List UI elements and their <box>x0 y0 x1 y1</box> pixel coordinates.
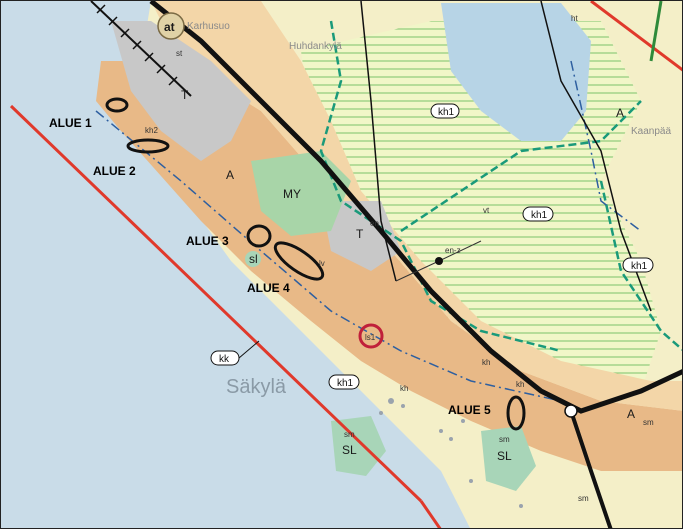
zone-sl-small-label: sl <box>249 252 258 266</box>
zone-sl2-label: SL <box>497 449 512 463</box>
sl-small-area <box>245 251 261 267</box>
zone-sm1-label: sm <box>344 430 355 439</box>
zone-a2-label: A <box>616 106 624 120</box>
zone-kh-small-label: kh <box>400 384 408 393</box>
lake-north <box>441 3 591 141</box>
blue-dashdot-line <box>95 110 562 402</box>
municipal-boundary-red <box>9 104 423 503</box>
zone-t2-label: T <box>356 227 364 241</box>
kk-tag-leader <box>238 340 260 359</box>
zone-sm4-label: sm <box>643 418 654 427</box>
industrial-zone <box>111 21 251 161</box>
urban-fringe <box>151 1 682 411</box>
road-south <box>569 410 613 528</box>
svg-text:kh1: kh1 <box>337 378 354 389</box>
study-area-1-label: ALUE 1 <box>49 116 92 130</box>
study-area-1-outline[interactable] <box>105 97 129 113</box>
junction-icon <box>564 404 578 418</box>
sl-protected-area-2 <box>481 426 536 491</box>
zone-st-label: st <box>176 49 183 58</box>
zone-lv-label: lv <box>319 259 325 268</box>
place-sakyla: Säkylä <box>226 376 287 398</box>
tag-kh1-mid: kh1 <box>522 206 554 222</box>
small-islands <box>379 398 523 508</box>
study-area-3-outline[interactable] <box>246 224 272 248</box>
zone-sl1-label: SL <box>342 443 357 457</box>
railway-ticks <box>96 4 178 86</box>
minor-road-1 <box>360 1 397 282</box>
zone-ls1-label: ls1 <box>365 333 376 342</box>
study-area-4-outline[interactable] <box>270 237 327 286</box>
municipal-boundary-red-north <box>590 1 682 72</box>
svg-text:kh1: kh1 <box>531 210 548 221</box>
zone-a3-label: A <box>627 407 635 421</box>
zone-a1-label: A <box>226 168 234 182</box>
zone-en-z-label: en-z <box>445 246 461 255</box>
urban-shoreline-band <box>96 61 682 471</box>
zone-my-label: MY <box>283 187 301 201</box>
zone-at-label: at <box>164 20 175 34</box>
zone-kh-small2-label: kh <box>516 380 524 389</box>
tag-kh1-right: kh1 <box>622 257 654 273</box>
green-network-line-2 <box>400 100 642 233</box>
zone-t1-label: T <box>181 88 189 102</box>
place-huhdankyla: Huhdankylä <box>289 41 342 52</box>
study-area-4-label: ALUE 4 <box>247 281 290 295</box>
my-green-area <box>251 151 351 236</box>
study-area-5-outline[interactable] <box>506 395 526 431</box>
ls1-marker-circle[interactable] <box>358 323 384 349</box>
zone-sm3-label: sm <box>578 494 589 503</box>
tag-kh1-top: kh1 <box>430 103 460 119</box>
tag-kh1-bottom: kh1 <box>328 374 360 390</box>
zone-ht-label: ht <box>571 14 578 23</box>
place-kaanpaa: Kaanpää <box>631 126 671 137</box>
svg-text:kk: kk <box>219 354 230 365</box>
blue-dashdot-line-2 <box>570 60 642 232</box>
zone-kh2-label: kh2 <box>145 126 158 135</box>
main-road <box>149 1 682 414</box>
zone-vt-label: vt <box>483 206 490 215</box>
place-karhusuo: Karhusuo <box>187 21 230 32</box>
green-boundary-line <box>649 1 663 62</box>
svg-text:kh1: kh1 <box>631 261 648 272</box>
tag-kk: kk <box>210 350 240 366</box>
zone-en-label: en <box>370 219 379 228</box>
svg-text:kh1: kh1 <box>438 107 455 118</box>
zone-sm2-label: sm <box>499 435 510 444</box>
at-circle-icon <box>157 12 185 40</box>
study-area-3-label: ALUE 3 <box>186 234 229 248</box>
zone-kh-label: kh <box>482 358 490 367</box>
en-z-node <box>435 257 443 265</box>
study-area-5-label: ALUE 5 <box>448 403 491 417</box>
municipal-boundary-red-end <box>419 500 442 528</box>
study-area-2-label: ALUE 2 <box>93 164 136 178</box>
sl-protected-area-1 <box>331 416 386 476</box>
study-area-2-outline[interactable] <box>126 138 170 154</box>
